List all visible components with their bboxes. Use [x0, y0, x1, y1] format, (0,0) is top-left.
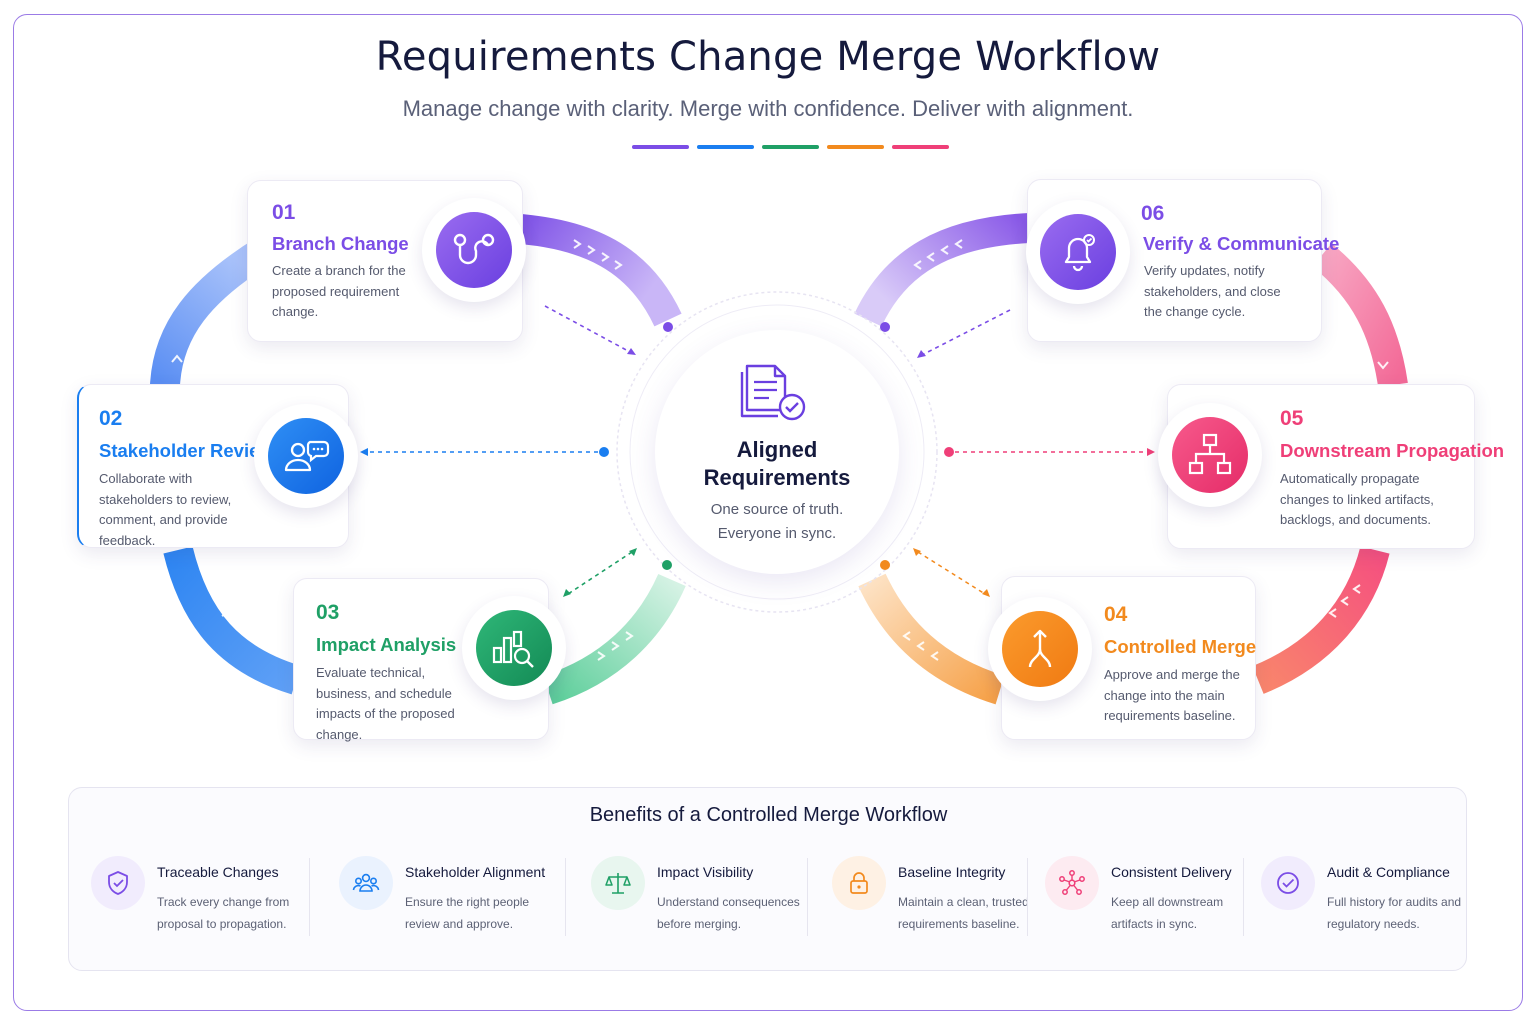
- accent-pink: [892, 145, 949, 149]
- step-badge-propagation: [1158, 403, 1262, 507]
- page-subtitle: Manage change with clarity. Merge with c…: [402, 96, 1134, 121]
- step-description: Automatically propagate changes to linke…: [1280, 471, 1434, 527]
- people-chat-icon: [284, 440, 330, 472]
- benefit-name: Baseline Integrity: [898, 864, 1006, 880]
- benefit-name: Consistent Delivery: [1111, 864, 1232, 880]
- step-title: Verify & Communicate: [1143, 233, 1340, 254]
- step-title: Downstream Propagation: [1280, 440, 1505, 461]
- step-number: 02: [99, 407, 123, 430]
- hierarchy-icon: [1188, 433, 1232, 475]
- shield-check-icon: [108, 871, 128, 895]
- bell-check-icon: [1064, 234, 1095, 272]
- benefit-name: Stakeholder Alignment: [405, 864, 546, 880]
- benefits-title: Benefits of a Controlled Merge Workflow: [589, 804, 948, 826]
- divider: [565, 858, 566, 936]
- benefit-description: Full history for audits and regulatory n…: [1327, 895, 1462, 931]
- step-number: 06: [1141, 202, 1165, 225]
- step-description: Evaluate technical, business, and schedu…: [316, 665, 455, 742]
- step-number: 05: [1280, 407, 1304, 430]
- chart-search-icon: [492, 630, 534, 668]
- benefits-panel: Benefits of a Controlled Merge Workflow …: [68, 787, 1467, 971]
- benefit-description: Understand consequences before merging.: [657, 895, 800, 931]
- step-badge-impact: [462, 596, 566, 700]
- center-text: One source of truth. Everyone in sync.: [655, 498, 899, 546]
- benefit-description: Keep all downstream artifacts in sync.: [1111, 895, 1224, 931]
- benefit-name: Audit & Compliance: [1327, 864, 1450, 880]
- divider: [1027, 858, 1028, 936]
- center-title-line2: Requirements: [703, 465, 851, 490]
- divider: [807, 858, 808, 936]
- benefit-name: Traceable Changes: [157, 864, 279, 880]
- lock-icon: [850, 872, 868, 894]
- accent-purple: [632, 145, 689, 149]
- scale-icon: [605, 873, 631, 894]
- accent-green: [762, 145, 819, 149]
- benefit-description: Maintain a clean, trusted requirements b…: [898, 895, 1029, 931]
- document-check-icon: [740, 364, 806, 421]
- step-number: 03: [316, 601, 340, 624]
- center-text-line1: One source of truth.: [710, 501, 844, 518]
- step-card-verify-communicate: 06 Verify & Communicate Verify updates, …: [1027, 179, 1339, 342]
- step-number: 01: [272, 201, 296, 224]
- step-title: Impact Analysis: [316, 634, 457, 655]
- benefit-description: Ensure the right people review and appro…: [405, 895, 530, 931]
- center-title: Aligned Requirements: [655, 436, 899, 492]
- benefit-name: Impact Visibility: [657, 864, 754, 880]
- step-title: Stakeholder Review: [99, 440, 274, 461]
- branch-icon: [453, 233, 495, 265]
- step-number: 04: [1104, 603, 1128, 626]
- check-circle-icon: [1277, 872, 1299, 894]
- divider: [1243, 858, 1244, 936]
- step-badge-review: [254, 404, 358, 508]
- step-title: Branch Change: [272, 233, 409, 254]
- center-text-line2: Everyone in sync.: [717, 525, 837, 542]
- center-title-line1: Aligned: [736, 437, 818, 462]
- accent-orange: [827, 145, 884, 149]
- step-description: Collaborate with stakeholders to review,…: [99, 471, 232, 548]
- step-title: Controlled Merge: [1104, 636, 1257, 657]
- divider: [309, 858, 310, 936]
- step-description: Create a branch for the proposed require…: [272, 263, 406, 319]
- team-icon: [352, 873, 380, 892]
- network-icon: [1059, 870, 1085, 895]
- benefit-description: Track every change from proposal to prop…: [157, 895, 290, 931]
- accent-blue: [697, 145, 754, 149]
- center-aligned-requirements: Aligned Requirements One source of truth…: [655, 330, 899, 574]
- merge-icon: [1028, 629, 1052, 668]
- step-description: Verify updates, notify stakeholders, and…: [1144, 263, 1281, 319]
- step-badge-verify: [1026, 200, 1130, 304]
- step-description: Approve and merge the change into the ma…: [1104, 667, 1240, 723]
- title-accent-bar: [632, 145, 949, 149]
- page-title: Requirements Change Merge Workflow: [375, 34, 1161, 80]
- step-badge-merge: [988, 597, 1092, 701]
- step-badge-branch: [422, 198, 526, 302]
